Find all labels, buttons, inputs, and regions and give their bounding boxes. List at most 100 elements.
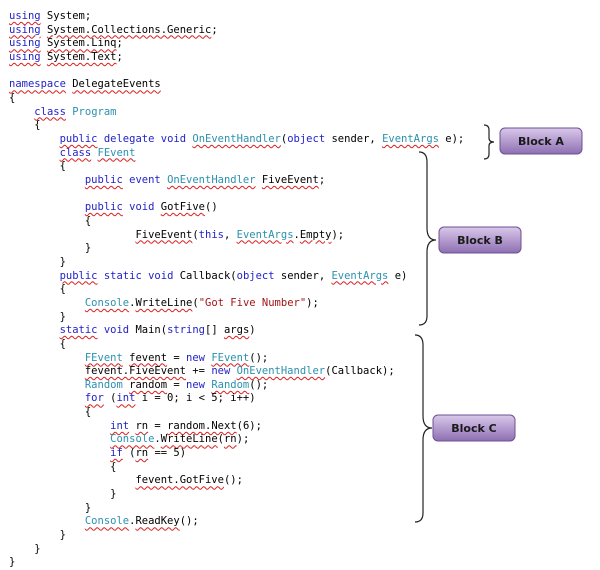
code-token: []	[205, 324, 224, 337]
code-token: ();	[249, 351, 269, 364]
code-token: Console	[84, 296, 130, 309]
code-token: rn	[223, 433, 237, 446]
code-token: =	[148, 419, 168, 432]
code-token: delegate	[103, 132, 155, 145]
code-token: +=	[186, 365, 212, 378]
code-line: }	[9, 488, 116, 501]
code-token: fevent	[129, 351, 168, 364]
code-line: Console.WriteLine(rn);	[9, 433, 249, 446]
code-line: FiveEvent(this, EventArgs.Empty);	[9, 229, 344, 242]
code-token: args	[223, 324, 250, 337]
code-token: this	[198, 228, 224, 241]
code-token: ;	[116, 50, 123, 63]
code-token: System;	[40, 10, 92, 22]
code-token: new	[211, 365, 231, 378]
block-b-label: Block B	[457, 234, 503, 247]
block-b-brace	[418, 151, 437, 326]
code-line: FEvent fevent = new FEvent();	[9, 352, 268, 365]
code-line: namespace DelegateEvents	[9, 78, 161, 91]
code-token: }	[9, 529, 66, 542]
code-line: static void Main(string[] args)	[9, 324, 256, 337]
code-token: ,	[223, 228, 237, 241]
block-a-box	[499, 127, 583, 155]
code-token: EventArgs	[331, 269, 389, 282]
code-token: FiveEvent	[261, 173, 319, 186]
code-token: new	[186, 351, 205, 364]
code-token: void	[148, 269, 174, 282]
code-token: System.Linq	[46, 37, 117, 50]
code-token: ();	[249, 378, 269, 391]
code-line: int rn = random.Next(6);	[9, 420, 262, 433]
code-token: ()	[205, 201, 218, 214]
code-token: ;	[116, 37, 123, 50]
code-line: }	[9, 311, 66, 324]
code-token: ();	[179, 515, 199, 528]
code-token: (	[103, 392, 117, 405]
code-token: rn	[135, 419, 149, 432]
code-token: using	[9, 50, 41, 63]
code-token: OnEventHandler	[192, 132, 281, 145]
code-token: static	[103, 269, 142, 282]
code-token: e);	[438, 132, 465, 145]
code-line: class FEvent	[9, 146, 136, 160]
code-line: using System.Collections.Generic;	[9, 24, 218, 37]
block-c-label: Block C	[451, 422, 496, 435]
code-token: EventArgs	[382, 132, 439, 145]
block-c-brace	[414, 334, 433, 523]
code-token: EventArgs	[236, 228, 294, 241]
code-token: System.Collections.Generic	[46, 23, 212, 36]
code-token: void	[160, 132, 187, 145]
code-token: FEvent	[211, 351, 250, 364]
code-token: .	[129, 296, 136, 309]
code-token: );	[306, 296, 319, 309]
block-a-annotation: Block A	[483, 124, 583, 160]
code-token: {	[9, 283, 66, 296]
code-token: event	[129, 173, 161, 186]
code-token: =	[167, 351, 187, 364]
code-token: sender,	[274, 269, 332, 282]
code-token: {	[9, 460, 117, 473]
code-token: .	[293, 228, 300, 241]
code-token: }	[9, 242, 92, 255]
code-token: {	[9, 337, 66, 350]
code-token: random	[129, 378, 168, 391]
code-token: (	[192, 228, 199, 241]
code-token: FEvent	[97, 146, 136, 159]
block-a-label: Block A	[518, 135, 564, 148]
code-token: }	[9, 501, 92, 514]
code-token: Random	[211, 378, 250, 391]
code-token: }	[9, 556, 16, 569]
code-token: using	[9, 23, 41, 36]
code-token: fevent.FiveEvent	[84, 365, 187, 378]
code-token: public	[84, 201, 123, 214]
code-token: FEvent	[84, 351, 123, 364]
code-token: Random	[84, 378, 123, 391]
code-token: namespace	[9, 78, 66, 91]
block-b-box	[438, 226, 522, 254]
code-token: Empty	[299, 228, 332, 241]
code-line: }	[9, 256, 66, 269]
code-token: );	[236, 433, 250, 446]
code-token: Console	[110, 433, 155, 446]
code-token: (6);	[236, 419, 262, 432]
code-token: (	[192, 296, 199, 309]
code-line: {	[9, 283, 66, 296]
code-token: class	[59, 146, 92, 159]
code-line: public event OnEventHandler FiveEvent;	[9, 174, 325, 187]
code-token: ReadKey	[135, 515, 180, 528]
code-token: WriteLine	[160, 433, 218, 446]
code-line: {	[9, 119, 40, 132]
code-token: (Callback);	[325, 365, 395, 378]
code-line: Random random = new Random();	[9, 379, 268, 392]
code-token: {	[9, 406, 92, 419]
code-token: e)	[388, 269, 408, 282]
code-token: Console	[84, 515, 130, 528]
code-token: }	[9, 542, 41, 555]
code-line: }	[9, 242, 91, 255]
code-line: class Program	[9, 106, 116, 119]
code-token: ();	[223, 474, 243, 487]
code-token: (	[280, 132, 288, 145]
code-line: using System;	[9, 10, 91, 23]
code-token: System.Text	[46, 50, 117, 63]
block-b-annotation: Block B	[418, 151, 522, 326]
